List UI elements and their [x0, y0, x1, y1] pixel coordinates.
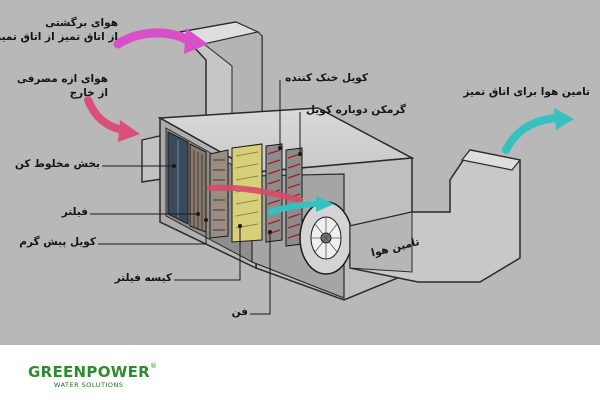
mixing-section-panel — [167, 131, 189, 225]
leader-lines — [90, 80, 301, 315]
label-mixing-section: بخش مخلوط کن — [14, 158, 100, 170]
supply-air-duct — [349, 149, 522, 283]
supply-air-arrowhead — [554, 108, 574, 130]
brand-registered-mark: ® — [150, 362, 157, 370]
outdoor-air-arrowhead — [118, 120, 140, 142]
label-preheat-coil: کویل پیش گرم — [19, 236, 96, 248]
fan-flow-arrowhead — [316, 196, 334, 212]
label-outdoor-air: هوای ازه مصرفی از خارج — [16, 72, 108, 100]
filter-panel — [189, 143, 207, 233]
brand-tagline: WATER SOLUTIONS — [54, 381, 124, 389]
leader-bag-filter — [174, 226, 241, 281]
label-outdoor-air-line2: از خارج — [69, 87, 108, 99]
label-return-air: هوای برگشتی از اتاق تمیز از اتاق تمیز — [0, 16, 118, 44]
supply-fan — [299, 201, 353, 275]
bag-filter — [231, 143, 263, 243]
label-supply-to-cleanroom: تامین هوا برای اتاق تمیز — [463, 86, 590, 98]
ahu-illustration — [84, 21, 574, 315]
brand-logo: GREENPOWER® WATER SOLUTIONS — [28, 362, 157, 389]
outdoor-air-arrow — [84, 96, 128, 134]
internal-flow-arrow — [207, 184, 303, 203]
label-filter: فیلتر — [61, 206, 88, 218]
supply-air-arrow — [502, 114, 560, 154]
label-reheat-coil: گرمکن دوباره کویل — [305, 104, 406, 116]
leader-preheat — [98, 220, 207, 245]
leader-dots — [172, 146, 302, 234]
return-air-arrowhead — [184, 28, 208, 54]
label-bag-filter: کیسه فیلتر — [114, 272, 172, 284]
label-return-air-line2: از اتاق تمیز از اتاق تمیز — [0, 31, 118, 43]
label-cooling-coil: کویل خنک کننده — [285, 72, 368, 84]
label-fan: فن — [231, 306, 248, 318]
label-outdoor-air-line1: هوای ازه مصرفی — [16, 73, 108, 85]
leader-fan — [250, 232, 271, 315]
brand-name: GREENPOWER — [28, 363, 150, 381]
return-air-arrow — [113, 28, 193, 49]
label-return-air-line1: هوای برگشتی — [45, 17, 118, 29]
preheat-coil — [209, 149, 229, 239]
